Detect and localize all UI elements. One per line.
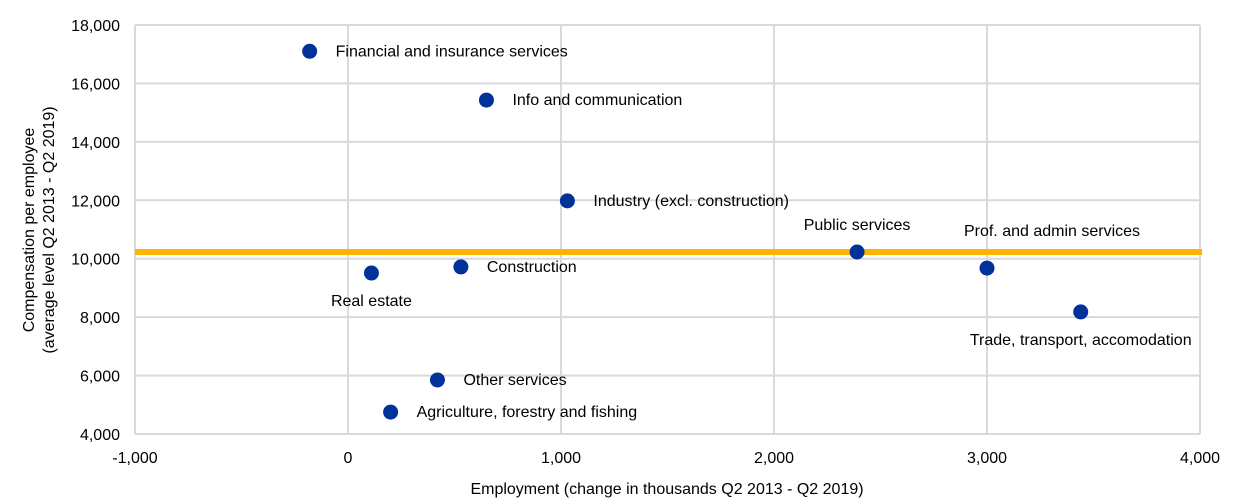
point-label: Prof. and admin services (964, 223, 1140, 240)
point-label: Financial and insurance services (336, 43, 568, 60)
y-tick-label: 4,000 (80, 427, 120, 444)
data-point (1073, 304, 1089, 320)
y-tick-label: 6,000 (80, 369, 120, 386)
point-label: Other services (463, 372, 566, 389)
point-label: Trade, transport, accomodation (970, 332, 1192, 349)
data-point (383, 404, 399, 420)
data-point (453, 259, 469, 275)
y-axis-title: Compensation per employee (average level… (21, 106, 58, 353)
data-point (478, 92, 494, 108)
data-point (363, 265, 379, 281)
x-tick-label: 1,000 (541, 450, 581, 467)
y-axis-title-line-1: Compensation per employee (21, 128, 38, 333)
point-label: Industry (excl. construction) (593, 193, 789, 210)
data-point (849, 244, 865, 260)
point-label: Public services (804, 217, 911, 234)
y-tick-label: 16,000 (71, 76, 120, 93)
point-label: Agriculture, forestry and fishing (417, 404, 638, 421)
data-points (302, 43, 1089, 420)
gridlines (134, 24, 1201, 435)
x-tick-label: 4,000 (1180, 450, 1220, 467)
point-label: Info and communication (512, 92, 682, 109)
x-axis-title: Employment (change in thousands Q2 2013 … (470, 481, 863, 498)
y-axis-ticks: 4,000 6,000 8,000 10,000 12,000 14,000 16,000 1… (71, 18, 120, 444)
y-tick-label: 18,000 (71, 18, 120, 35)
x-tick-label: 0 (344, 450, 353, 467)
point-label: Construction (487, 259, 577, 276)
point-label: Real estate (331, 293, 412, 310)
y-tick-label: 8,000 (80, 310, 120, 327)
data-point (302, 43, 318, 59)
y-tick-label: 14,000 (71, 135, 120, 152)
data-point (979, 260, 995, 276)
x-tick-label: 2,000 (754, 450, 794, 467)
y-tick-label: 10,000 (71, 252, 120, 269)
y-tick-label: 12,000 (71, 193, 120, 210)
data-point (559, 193, 575, 209)
x-axis-ticks: -1,000 0 1,000 2,000 3,000 4,000 (112, 450, 1220, 467)
x-tick-label: 3,000 (967, 450, 1007, 467)
data-point (429, 372, 445, 388)
x-tick-label: -1,000 (112, 450, 157, 467)
y-axis-title-line-2: (average level Q2 2013 - Q2 2019) (41, 106, 58, 353)
